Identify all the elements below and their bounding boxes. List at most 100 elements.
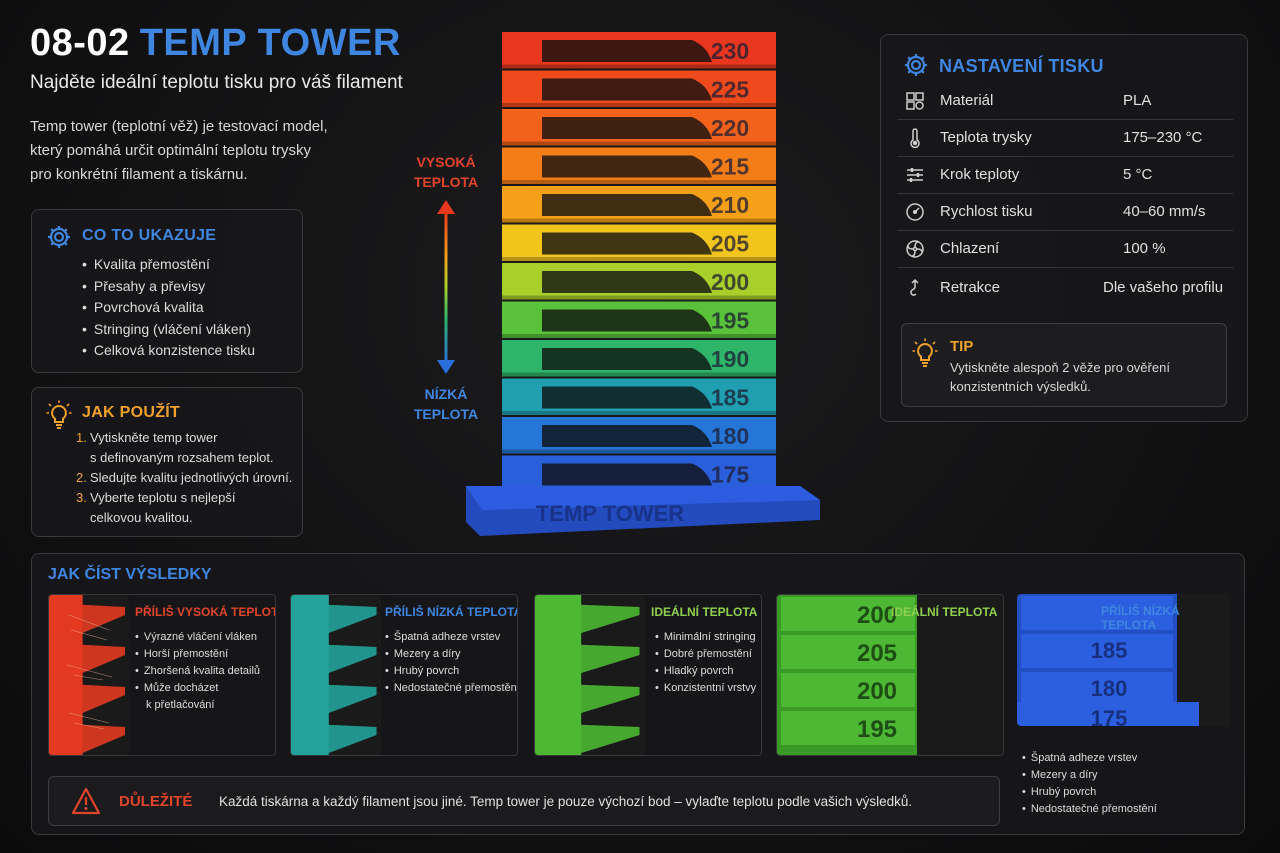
tower-level-bridge-gap — [542, 386, 712, 409]
tower-level: 205 — [502, 224, 776, 261]
how-title: JAK POUŽÍT — [82, 404, 181, 421]
tower-level-bridge-gap — [542, 78, 712, 101]
tower-level-bridge-gap — [542, 155, 712, 178]
title-name: TEMP TOWER — [139, 22, 401, 64]
tip-label: TIP — [950, 338, 974, 355]
temperature-gradient-arrow — [437, 200, 455, 374]
sliders-icon — [907, 168, 923, 182]
tower-level-shadow — [502, 372, 776, 377]
result-card-ideal: IDEÁLNÍ TEPLOTA Minimální stringing Dobr… — [534, 594, 762, 756]
svg-text:185: 185 — [1091, 638, 1128, 663]
card-title: PŘÍLIŠ NÍZKÁ TEPLOTA — [385, 605, 518, 619]
tower-level: 185 — [502, 378, 776, 415]
tower-level-bridge-gap — [542, 271, 712, 293]
intro-line: pro konkrétní filament a tiskárnu. — [30, 166, 248, 183]
list-item: Přesahy a převisy — [82, 276, 255, 298]
sample-ledge — [291, 603, 377, 633]
list-item: Celková konzistence tisku — [82, 340, 255, 362]
tower-level-shadow — [502, 334, 776, 338]
print-settings-panel: NASTAVENÍ TISKU Materiál PLA Teplota try… — [880, 34, 1248, 422]
result-card-too-hot: PŘÍLIŠ VYSOKÁ TEPLOTA Výrazné vláčení vl… — [48, 594, 276, 756]
svg-text:205: 205 — [857, 640, 897, 667]
sample-ledge — [291, 643, 377, 673]
settings-row-cooling: Chlazení 100 % — [897, 231, 1233, 268]
tower-level-temp: 195 — [711, 308, 750, 334]
tower-level-shadow — [502, 64, 776, 69]
tower-level-bridge-gap — [542, 425, 712, 447]
card-title: PŘÍLIŠ VYSOKÁ TEPLOTA — [135, 605, 276, 619]
tip-box: TIP Vytiskněte alespoň 2 věže pro ověřen… — [901, 323, 1227, 407]
lightbulb-icon — [46, 400, 72, 429]
svg-text:200: 200 — [857, 602, 897, 629]
tower-level-temp: 205 — [711, 231, 750, 257]
card-list: Špatná adheze vrstev Mezery a díry Hrubý… — [385, 629, 517, 697]
tower-level: 180 — [502, 417, 776, 454]
print-sample-image — [535, 595, 645, 755]
tower-level-bridge-gap — [542, 463, 712, 486]
result-card-ideal-closeup: 200 205 200 195 IDEÁLNÍ TEPLOTA — [776, 594, 1004, 756]
intro-line: který pomáhá určit optimální teplotu try… — [30, 142, 311, 159]
svg-text:175: 175 — [1091, 706, 1128, 726]
card-list: Výrazné vláčení vláken Horší přemostění … — [135, 629, 260, 714]
important-text: Každá tiskárna a každý filament jsou jin… — [219, 794, 913, 809]
speedometer-icon — [906, 203, 924, 221]
what-it-shows-panel: CO TO UKAZUJE Kvalita přemostění Přesahy… — [31, 209, 303, 373]
tip-text: Vytiskněte alespoň 2 věže pro ověření ko… — [950, 360, 1170, 394]
tower-level: 200 — [502, 263, 776, 300]
sample-ledge — [535, 643, 640, 673]
intro-text: Temp tower (teplotní věž) je testovací m… — [30, 115, 360, 187]
tower-level-shadow — [502, 180, 776, 184]
tower-level-shadow — [502, 141, 776, 146]
low-temp-label: NÍZKÁ TEPLOTA — [413, 386, 479, 422]
settings-row-material: Materiál PLA — [897, 83, 1233, 120]
material-icon — [906, 92, 924, 110]
tower-level-bridge-gap — [542, 309, 712, 332]
results-panel: JAK ČÍST VÝSLEDKY PŘÍLIŠ VYSOKÁ TEPLOTA … — [31, 553, 1245, 835]
tower-level-temp: 175 — [711, 462, 750, 488]
step-item: 2.Sledujte kvalitu jednotlivých úrovní. — [76, 470, 293, 485]
results-title: JAK ČÍST VÝSLEDKY — [48, 566, 212, 583]
sample-ledge — [291, 683, 377, 713]
card-title: IDEÁLNÍ TEPLOTA — [651, 605, 758, 619]
sample-ledge — [49, 723, 125, 753]
list-item: Povrchová kvalita — [82, 297, 255, 319]
tower-level-bridge-gap — [542, 348, 712, 370]
card-list: Špatná adheze vrstev Mezery a díry Hrubý… — [1022, 750, 1157, 818]
lightbulb-icon — [912, 338, 938, 367]
tower-level-shadow — [502, 257, 776, 261]
settings-row-temp-step: Krok teploty 5 °C — [897, 157, 1233, 194]
intro-line: Temp tower (teplotní věž) je testovací m… — [30, 118, 328, 135]
result-card-too-cold-closeup: 185 180 175 PŘÍLIŠ NÍZKÁ TEPLOTA — [1017, 594, 1231, 726]
tower-level-temp: 230 — [711, 38, 749, 64]
list-item: Kvalita přemostění — [82, 254, 255, 276]
sample-ledge — [291, 723, 377, 753]
settings-row-nozzle-temp: Teplota trysky 175–230 °C — [897, 120, 1233, 157]
high-temp-label: VYSOKÁ TEPLOTA — [413, 154, 479, 190]
tower-level: 215 — [502, 147, 776, 184]
card-list: Minimální stringing Dobré přemostění Hla… — [655, 629, 756, 697]
tower-level: 210 — [502, 186, 776, 223]
important-notice: DŮLEŽITÉ Každá tiskárna a každý filament… — [48, 776, 1000, 826]
tower-level-temp: 180 — [711, 423, 749, 449]
tower-level: 230 — [502, 32, 776, 69]
tower-level-bridge-gap — [542, 232, 712, 255]
tower-level-temp: 220 — [711, 115, 749, 141]
tower-level-temp: 190 — [711, 346, 749, 372]
settings-title: NASTAVENÍ TISKU — [939, 56, 1104, 76]
thermometer-icon — [910, 128, 920, 148]
gear-icon — [905, 54, 927, 76]
gear-icon — [48, 226, 70, 248]
settings-row-retraction: Retrakce Dle vašeho profilu — [897, 270, 1233, 307]
tower-level-bridge-gap — [542, 117, 712, 139]
what-title: CO TO UKAZUJE — [82, 227, 217, 244]
svg-text:180: 180 — [1091, 676, 1128, 701]
tower-level-temp: 210 — [711, 192, 749, 218]
what-list: Kvalita přemostění Přesahy a převisy Pov… — [82, 254, 255, 362]
tower-base-label: TEMP TOWER — [536, 501, 684, 526]
fan-icon — [906, 240, 924, 258]
retraction-icon — [910, 278, 919, 296]
tower-level: 195 — [502, 301, 776, 338]
